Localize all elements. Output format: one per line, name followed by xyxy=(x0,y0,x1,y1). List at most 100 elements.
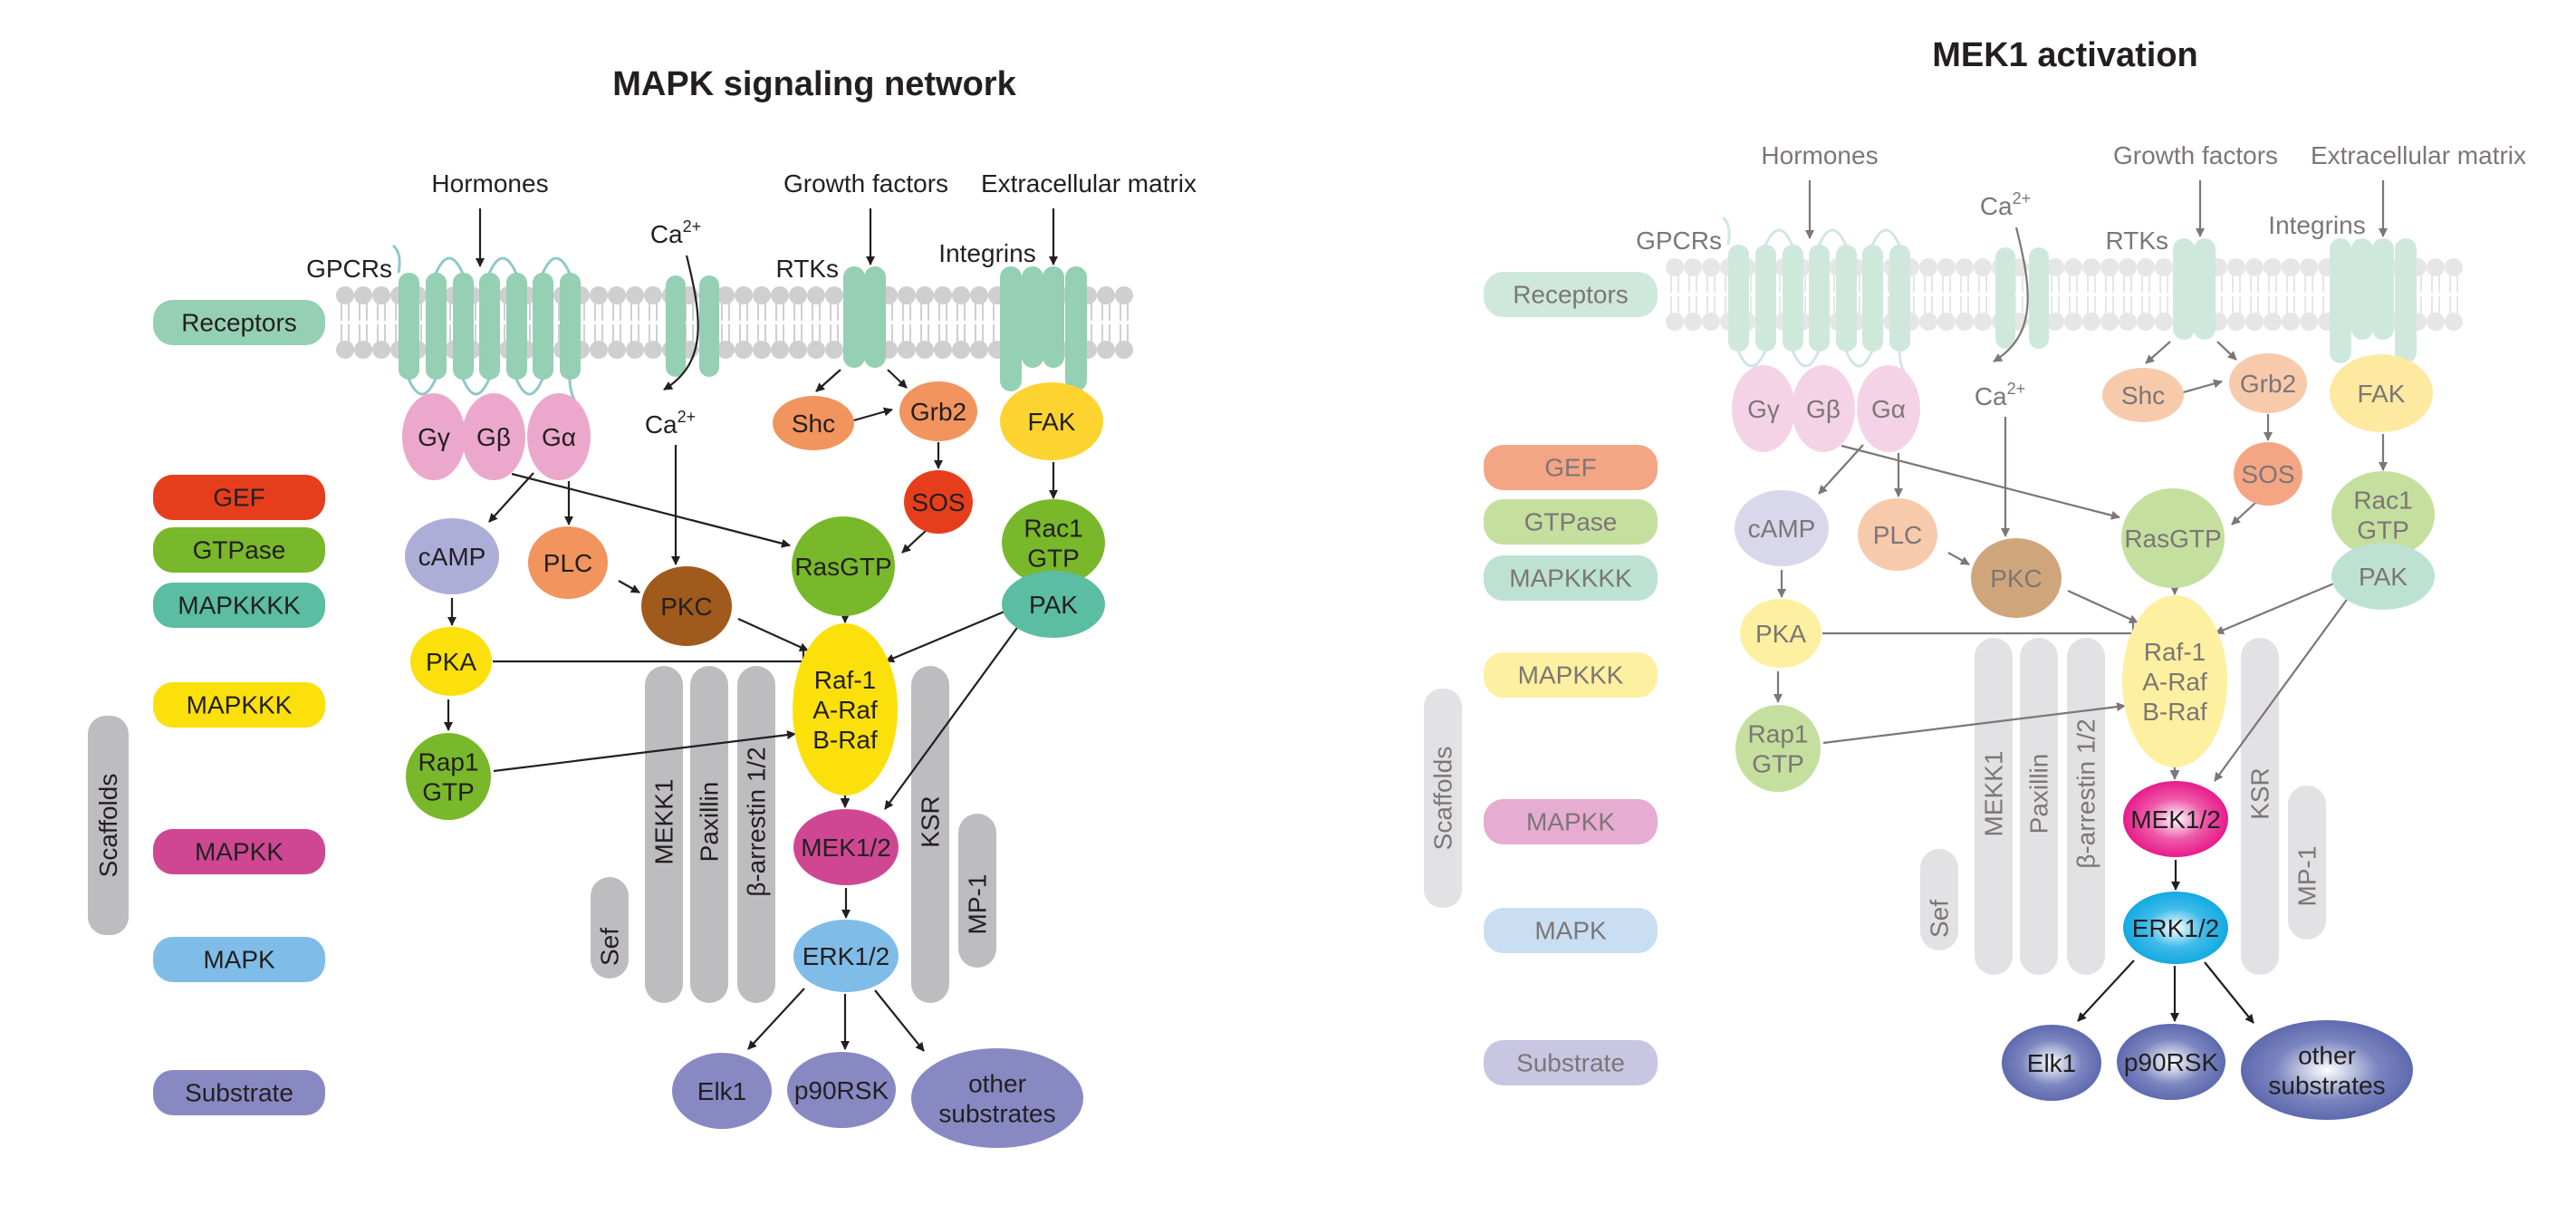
rtk-receptor xyxy=(843,266,886,368)
calcium-intracellular-label: Ca2+ xyxy=(645,408,696,439)
arrow-rtk-grb2 xyxy=(887,369,908,389)
integrin-receptor xyxy=(1000,266,1087,391)
arrow-pak-mek xyxy=(884,624,1020,810)
legend-item-mapk: MAPK xyxy=(153,937,325,982)
node-label: PAK xyxy=(1029,591,1078,619)
ion-charge: 2+ xyxy=(678,408,697,426)
integrin-receptor xyxy=(2330,238,2417,363)
node-label: PLC xyxy=(543,549,592,577)
arrow-pkc-raf xyxy=(2067,589,2139,624)
node-fak: FAK xyxy=(2330,354,2433,432)
legend-label: Receptors xyxy=(181,309,297,337)
calcium-extracellular-label: Ca2+ xyxy=(1980,189,2031,220)
legend-item-gef: GEF xyxy=(153,475,325,520)
legend-scaffolds: Scaffolds xyxy=(1424,689,1462,908)
node-grb2: Grb2 xyxy=(899,381,977,441)
node-label: FAK xyxy=(2358,380,2406,408)
node-label: Grb2 xyxy=(2240,370,2296,398)
node-shape xyxy=(672,1053,772,1129)
node-g-gamma: Gγ xyxy=(402,393,466,480)
node-camp: cAMP xyxy=(405,518,499,594)
scaffold-barrestin: β-arrestin 1/2 xyxy=(737,666,775,1003)
node-label: PAK xyxy=(2359,563,2408,591)
calcium-channel xyxy=(1995,247,2049,349)
legend-item-mapkkkk: MAPKKKK xyxy=(153,583,325,628)
scaffold-label: KSR xyxy=(917,796,945,848)
ion-charge: 2+ xyxy=(683,217,702,236)
legend-swatch xyxy=(153,1070,325,1115)
node-label: Gα xyxy=(1871,395,1906,423)
node-shape xyxy=(1732,365,1795,452)
legend-item-substrate: Substrate xyxy=(1484,1040,1658,1085)
panel-mapk-signaling-network: MAPK signaling networkReceptorsGEFGTPase… xyxy=(88,65,1197,1148)
node-label: PKC xyxy=(1990,564,2043,593)
legend-label: MAPK xyxy=(1534,917,1607,945)
gpcr-receptor xyxy=(391,244,582,410)
node-shape xyxy=(1858,498,1937,571)
legend-label: GEF xyxy=(1544,454,1597,482)
arrow-erk-other-substrates xyxy=(874,989,925,1052)
legend-item-mapkk: MAPKK xyxy=(1484,799,1658,844)
node-erk: ERK1/2 xyxy=(2123,892,2228,964)
arrow-erk-other-substrates xyxy=(2204,961,2254,1024)
annotation-rtks: RTKs xyxy=(2106,227,2169,255)
node-shape xyxy=(773,396,854,450)
node-shape xyxy=(2330,354,2433,432)
node-pak: PAK xyxy=(2331,543,2435,610)
node-label: ERK1/2 xyxy=(803,942,890,970)
node-shape xyxy=(1002,571,1105,638)
node-label: Gγ xyxy=(1747,395,1780,423)
annotation-rtks: RTKs xyxy=(776,255,840,283)
scaffold-mp1: MP-1 xyxy=(2288,786,2326,940)
annotation-hormones: Hormones xyxy=(1761,141,1878,169)
scaffold-sef: Sef xyxy=(1920,849,1958,950)
node-shape xyxy=(1857,365,1920,452)
ion-symbol: Ca xyxy=(650,220,683,248)
node-p90rsk: p90RSK xyxy=(2117,1024,2225,1100)
node-mek: MEK1/2 xyxy=(2123,781,2228,857)
legend-swatch xyxy=(153,682,325,728)
arrow-pkc-raf xyxy=(737,617,809,652)
node-shape xyxy=(2002,1025,2101,1101)
arrow-pak-raf xyxy=(885,607,1012,663)
node-label: SOS xyxy=(911,488,965,516)
annotation-growth-factors: Growth factors xyxy=(2113,141,2278,169)
scaffold-label: MEKK1 xyxy=(1980,751,2008,837)
node-label: RasGTP xyxy=(2124,525,2221,553)
annotation-integrins: Integrins xyxy=(2268,211,2365,239)
node-shape xyxy=(410,627,492,696)
node-grb2: Grb2 xyxy=(2229,353,2307,413)
scaffolds-swatch xyxy=(1424,689,1462,908)
arrow-sos-rasgtp xyxy=(2231,501,2257,526)
legend-item-mapkkk: MAPKKK xyxy=(1484,652,1658,698)
legend-label: MAPKK xyxy=(1526,808,1615,836)
legend-item-mapk: MAPK xyxy=(1484,908,1658,953)
scaffolds-swatch xyxy=(88,716,129,935)
legend-label: GEF xyxy=(213,484,265,512)
arrow-plc-pkc xyxy=(1947,552,1970,565)
node-label: cAMP xyxy=(418,543,486,571)
scaffold-label: Sef xyxy=(596,928,624,966)
scaffold-ksr: KSR xyxy=(2241,638,2279,975)
annotation-gpcrs: GPCRs xyxy=(1636,227,1722,255)
node-shape xyxy=(904,470,973,534)
node-shape xyxy=(1735,490,1829,566)
node-g-gamma: Gγ xyxy=(1732,365,1795,452)
annotation-integrins: Integrins xyxy=(938,239,1035,267)
legend-swatch xyxy=(153,527,325,573)
legend-item-mapkkk: MAPKKK xyxy=(153,682,325,728)
node-shape xyxy=(1000,382,1103,460)
node-g-beta: Gβ xyxy=(1792,365,1855,452)
node-g-alpha: Gα xyxy=(1857,365,1920,452)
ion-symbol: Ca xyxy=(645,410,678,439)
arrow-galpha-camp xyxy=(1818,444,1864,495)
node-shape xyxy=(2121,488,2225,588)
arrow-calcium-influx xyxy=(663,255,699,391)
ion-symbol: Ca xyxy=(1975,382,2007,410)
legend-swatch xyxy=(1484,652,1658,698)
